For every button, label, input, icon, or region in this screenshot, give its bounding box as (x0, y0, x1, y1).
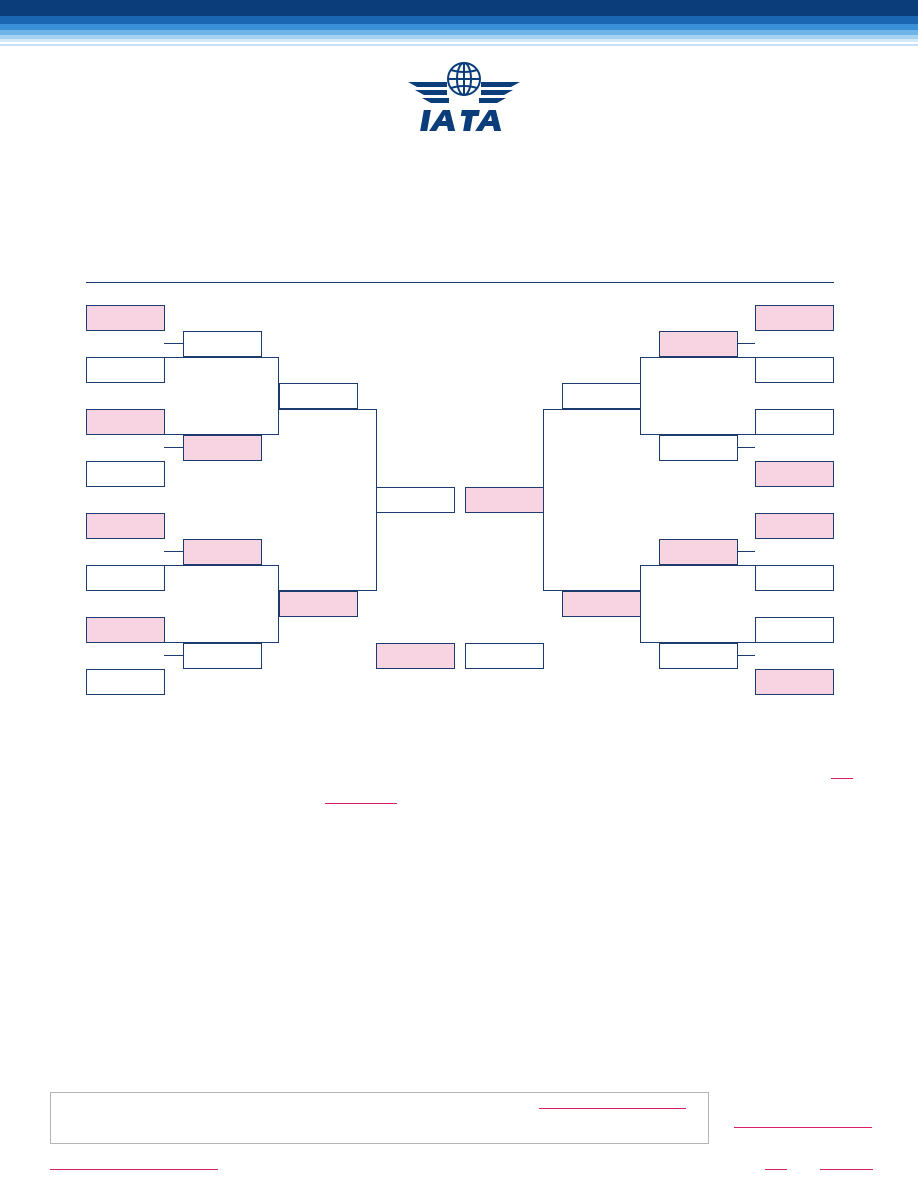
header-stripe (0, 30, 918, 35)
bracket-line (640, 642, 755, 643)
third-place-slot-2[interactable] (465, 643, 544, 669)
footer-link[interactable] (50, 1169, 218, 1170)
footer-link[interactable] (539, 1108, 686, 1109)
right-r2-slot-2[interactable] (659, 435, 738, 461)
bracket-line (164, 642, 279, 643)
tournament-bracket (86, 305, 834, 695)
footer-box (50, 1092, 709, 1144)
right-r2-slot-1[interactable] (659, 331, 738, 357)
bracket-line (164, 343, 184, 344)
left-final-slot[interactable] (376, 487, 455, 513)
left-r1-slot-1[interactable] (86, 305, 165, 331)
left-r1-slot-8[interactable] (86, 669, 165, 695)
bracket-line (543, 590, 641, 591)
bracket-line (737, 343, 755, 344)
bracket-line (640, 565, 755, 566)
right-r2-slot-4[interactable] (659, 643, 738, 669)
left-r2-slot-3[interactable] (183, 539, 262, 565)
bracket-line (737, 551, 755, 552)
right-r1-slot-6[interactable] (755, 565, 834, 591)
bracket-line (278, 409, 376, 410)
third-place-slot-1[interactable] (376, 643, 455, 669)
divider-rule (86, 282, 834, 283)
bracket-line (164, 434, 279, 435)
bracket-line (543, 409, 641, 410)
left-r1-slot-2[interactable] (86, 357, 165, 383)
bracket-line (640, 357, 755, 358)
header-band (0, 0, 918, 50)
link-underline[interactable] (831, 778, 853, 779)
left-r2-slot-2[interactable] (183, 435, 262, 461)
header-stripe (0, 39, 918, 42)
bracket-line (278, 590, 376, 591)
right-r1-slot-1[interactable] (755, 305, 834, 331)
bracket-line (278, 565, 279, 643)
right-r3-slot-1[interactable] (562, 383, 641, 409)
footer-link[interactable] (765, 1169, 787, 1170)
right-r1-slot-5[interactable] (755, 513, 834, 539)
header-stripe (0, 0, 918, 16)
bracket-line (164, 565, 279, 566)
bracket-line (164, 447, 184, 448)
footer-link[interactable] (820, 1169, 873, 1170)
left-r1-slot-3[interactable] (86, 409, 165, 435)
right-r1-slot-7[interactable] (755, 617, 834, 643)
right-final-slot[interactable] (465, 487, 544, 513)
bracket-line (640, 434, 755, 435)
left-r1-slot-6[interactable] (86, 565, 165, 591)
header-stripe (0, 24, 918, 30)
left-r1-slot-7[interactable] (86, 617, 165, 643)
header-stripe (0, 35, 918, 39)
right-r1-slot-2[interactable] (755, 357, 834, 383)
left-r3-slot-2[interactable] (279, 591, 358, 617)
header-stripe (0, 44, 918, 46)
left-r2-slot-4[interactable] (183, 643, 262, 669)
bracket-line (164, 357, 279, 358)
right-r1-slot-4[interactable] (755, 461, 834, 487)
bracket-line (164, 551, 184, 552)
left-r3-slot-1[interactable] (279, 383, 358, 409)
right-r1-slot-8[interactable] (755, 669, 834, 695)
right-r2-slot-3[interactable] (659, 539, 738, 565)
right-r1-slot-3[interactable] (755, 409, 834, 435)
footer-link[interactable] (734, 1127, 872, 1128)
link-underline[interactable] (325, 803, 397, 804)
left-r2-slot-1[interactable] (183, 331, 262, 357)
header-stripe (0, 16, 918, 24)
bracket-line (278, 357, 279, 435)
globe-icon (447, 62, 481, 96)
left-r1-slot-4[interactable] (86, 461, 165, 487)
iata-logo (408, 62, 520, 131)
left-r1-slot-5[interactable] (86, 513, 165, 539)
right-r3-slot-2[interactable] (562, 591, 641, 617)
bracket-line (737, 447, 755, 448)
wings-icon (408, 82, 520, 103)
bracket-line (164, 655, 184, 656)
iata-wordmark (420, 110, 502, 131)
bracket-line (737, 655, 755, 656)
